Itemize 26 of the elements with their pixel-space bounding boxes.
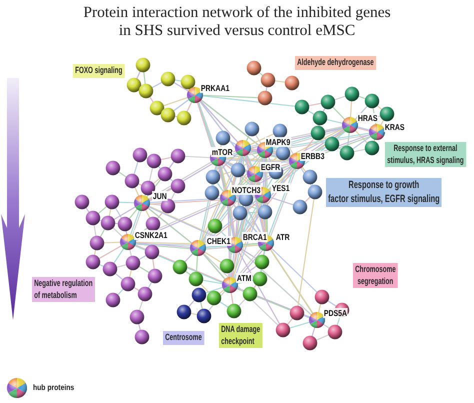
protein-label: CHEK1: [206, 236, 232, 246]
protein-label: ERBB3: [300, 151, 326, 161]
cluster-label: DNA damage checkpoint: [219, 323, 262, 348]
protein-label: MAPK9: [265, 137, 292, 147]
cluster-label: Negative regulation of metabolism: [32, 277, 95, 302]
cluster-label: Response to external stimulus, HRAS signaling: [385, 142, 466, 168]
protein-label: EGFR: [260, 162, 282, 172]
cluster-label: Chromosome segregation: [353, 263, 398, 288]
cluster-label: FOXO signaling: [73, 64, 124, 78]
protein-label: PDS5A: [323, 308, 348, 318]
protein-label: KRAS: [384, 122, 406, 132]
protein-label: YES1: [271, 183, 290, 193]
protein-label: PRKAA1: [200, 83, 230, 93]
protein-label: JUN: [152, 191, 168, 201]
protein-label: BRCA1: [242, 232, 268, 242]
cluster-label: Centrosome: [163, 331, 204, 345]
protein-label: ATM: [236, 273, 252, 283]
legend-label: hub proteins: [33, 383, 74, 393]
protein-label: ATR: [275, 232, 290, 242]
protein-label: HRAS: [357, 113, 378, 123]
protein-label: CSNK2A1: [134, 230, 168, 240]
cluster-label: Response to growth factor stimulus, EGFR signaling: [326, 178, 442, 208]
protein-label: mTOR: [211, 147, 234, 157]
protein-label: NOTCH3: [231, 185, 262, 195]
title: Protein interaction network of the inhibited genes in SHS survived versus control eMSC: [83, 4, 391, 40]
cluster-label: Aldehyde dehydrogenase: [295, 56, 376, 70]
